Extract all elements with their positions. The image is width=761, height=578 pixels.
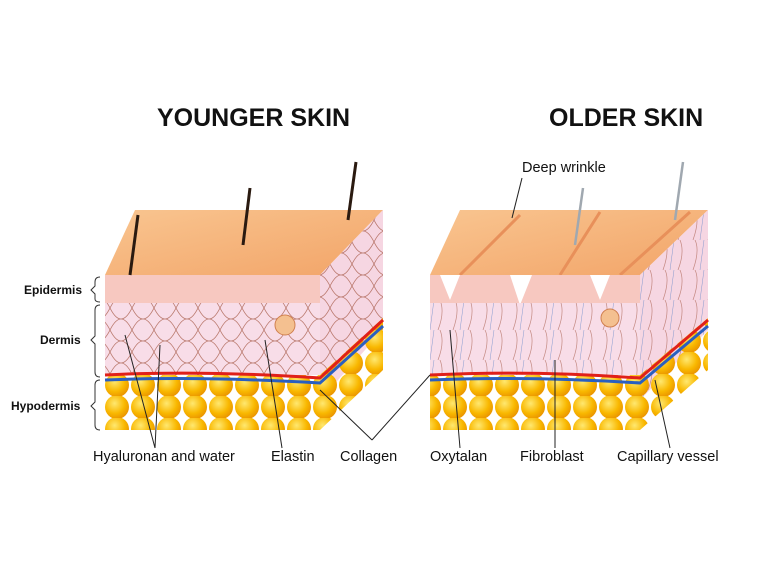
label-deep-wrinkle: Deep wrinkle — [522, 160, 606, 176]
vein — [104, 324, 385, 385]
vein — [429, 324, 709, 385]
hair — [128, 214, 140, 276]
hair — [346, 161, 358, 221]
artery — [429, 318, 709, 380]
leader-lines — [124, 177, 671, 449]
epidermis-layer — [430, 275, 640, 305]
hypodermis-layer — [105, 375, 320, 430]
layer-brackets — [90, 276, 101, 431]
label-epidermis: Epidermis — [24, 283, 83, 297]
label-capillary-vessel: Capillary vessel — [617, 449, 719, 465]
hypodermis-layer — [430, 375, 640, 430]
hair — [673, 161, 685, 221]
younger-skin-block — [104, 161, 385, 430]
label-hyaluronan: Hyaluronan and water — [93, 449, 235, 465]
title-younger-skin: YOUNGER SKIN — [157, 104, 351, 132]
hair — [573, 187, 585, 246]
label-dermis: Dermis — [40, 333, 81, 347]
fibroblast-cell — [600, 308, 620, 328]
hair — [241, 187, 252, 246]
label-fibroblast: Fibroblast — [520, 449, 584, 465]
label-collagen: Collagen — [340, 449, 398, 465]
artery — [104, 318, 385, 380]
epidermis-layer — [105, 275, 320, 303]
fibroblast-cell — [274, 314, 296, 336]
label-oxytalan: Oxytalan — [430, 449, 488, 465]
label-hypodermis: Hypodermis — [11, 399, 81, 413]
title-older-skin: OLDER SKIN — [549, 104, 704, 132]
older-skin-block — [429, 161, 709, 430]
label-elastin: Elastin — [271, 449, 315, 465]
